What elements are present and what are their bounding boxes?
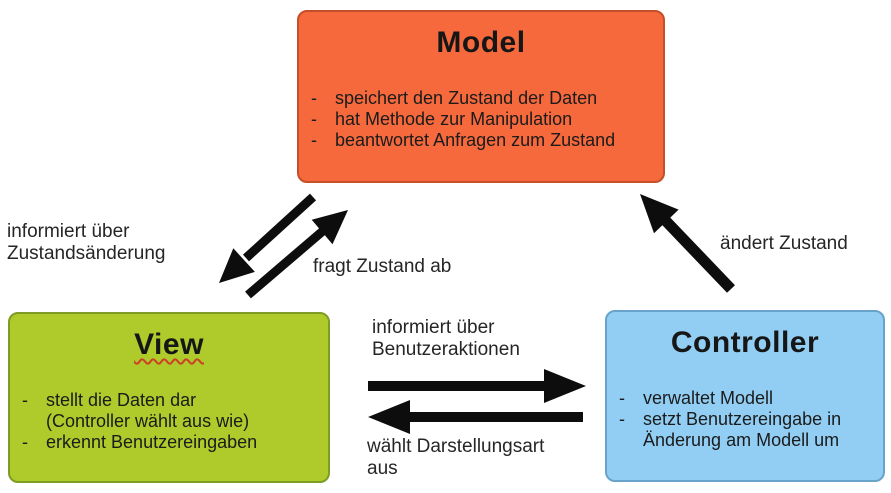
bullet-dash: - xyxy=(311,88,317,108)
controller-box: Controller - verwaltet Modell - setzt Be… xyxy=(605,310,885,482)
list-item: - beantwortet Anfragen zum Zustand xyxy=(311,130,616,150)
arrow-view-to-model-icon xyxy=(245,210,348,299)
view-title: View xyxy=(10,328,328,362)
controller-title: Controller xyxy=(670,326,820,359)
controller-bullet-list: - verwaltet Modell - setzt Benutzereinga… xyxy=(607,388,883,451)
label-line: Benutzeraktionen xyxy=(372,339,520,360)
arrow-view-to-controller-icon xyxy=(368,369,586,403)
view-title-text: View xyxy=(134,328,204,361)
arrow-controller-to-view-icon xyxy=(368,400,583,434)
view-box: View - stellt die Daten dar (Controller … xyxy=(8,312,330,483)
view-bullet-list: - stellt die Daten dar (Controller wählt… xyxy=(10,390,328,453)
bullet-line: setzt Benutzereingabe in xyxy=(643,409,842,429)
label-line: fragt Zustand ab xyxy=(313,256,452,277)
bullet-dash: - xyxy=(311,130,317,150)
bullet-dash: - xyxy=(619,409,625,429)
bullet-dash: - xyxy=(22,432,28,452)
arrow-controller-to-model-icon xyxy=(640,194,735,293)
list-item: - stellt die Daten dar (Controller wählt… xyxy=(22,390,324,432)
list-item: - speichert den Zustand der Daten xyxy=(311,88,598,108)
list-item: - setzt Benutzereingabe in Änderung am M… xyxy=(619,409,879,451)
list-item: - verwaltet Modell xyxy=(619,388,774,408)
label-line: Zustandsänderung xyxy=(7,243,166,264)
bullet-dash: - xyxy=(22,390,28,410)
bullet-dash: - xyxy=(311,109,317,129)
label-view-to-controller: informiert über Benutzeraktionen xyxy=(372,317,520,361)
label-line: wählt Darstellungsart xyxy=(367,436,545,457)
label-controller-to-model: ändert Zustand xyxy=(720,233,848,255)
model-title: Model xyxy=(436,26,526,59)
bullet-dash: - xyxy=(619,388,625,408)
label-line: informiert über xyxy=(7,221,130,242)
bullet-line: stellt die Daten dar xyxy=(46,390,197,410)
label-view-to-model: fragt Zustand ab xyxy=(313,256,451,278)
list-item: - erkennt Benutzereingaben xyxy=(22,432,258,452)
label-line: ändert Zustand xyxy=(720,233,848,254)
label-controller-to-view: wählt Darstellungsart aus xyxy=(367,436,544,480)
label-model-to-view: informiert über Zustandsänderung xyxy=(7,221,165,265)
label-line: informiert über xyxy=(372,317,495,338)
model-bullet-list: - speichert den Zustand der Daten - hat … xyxy=(299,88,663,151)
bullet-line: Änderung am Modell um xyxy=(643,430,840,450)
bullet-line: (Controller wählt aus wie) xyxy=(46,411,250,431)
model-box: Model - speichert den Zustand der Daten … xyxy=(297,10,665,183)
arrow-model-to-view-icon xyxy=(219,193,317,283)
label-line: aus xyxy=(367,458,398,479)
list-item: - hat Methode zur Manipulation xyxy=(311,109,573,129)
